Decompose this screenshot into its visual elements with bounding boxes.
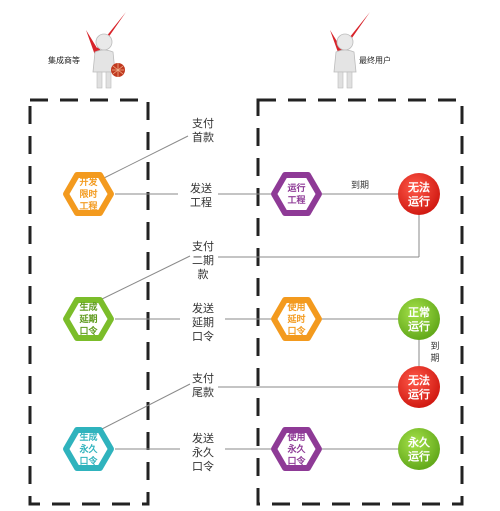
- circle-line: 正常: [408, 305, 430, 319]
- hex-line: 工程: [79, 200, 97, 212]
- hex-line: 使用: [286, 431, 305, 443]
- hex-line: 生成: [79, 431, 97, 443]
- hex-line: 口令: [79, 455, 98, 467]
- flow-line: 首款: [192, 131, 214, 144]
- flow-line: 支付: [192, 240, 214, 253]
- flow-line: 口令: [192, 460, 214, 473]
- hex-line: 运行: [287, 182, 305, 194]
- circle-line: 运行: [408, 449, 430, 463]
- hex-gen-perm: 生成 永久 口令: [63, 427, 114, 471]
- flow-pay-final: 支付 尾款: [188, 372, 218, 400]
- flow-send-perm: 发送 永久 口令: [185, 432, 221, 474]
- flow-pay-first: 支付 首款: [188, 117, 218, 145]
- circle-cannot-run-2: 无法 运行: [398, 366, 440, 408]
- hex-line: 生成: [79, 301, 97, 313]
- flow-line: 工程: [190, 196, 212, 209]
- hex-run-project: 运行 工程: [271, 172, 322, 216]
- end-user-label: 最终用户: [359, 56, 391, 65]
- circle-line: 无法: [407, 373, 430, 387]
- flow-expire-2: 到 期: [428, 341, 442, 365]
- flow-line: 支付: [192, 372, 214, 385]
- end-user-zone: [256, 98, 464, 506]
- integrator-zone: [28, 98, 150, 506]
- flow-line: 永久: [192, 446, 214, 459]
- flow-expire-1: 到期: [350, 181, 369, 191]
- hex-line: 口令: [287, 325, 306, 337]
- flow-line: 支付: [192, 117, 214, 130]
- flow-send-project: 发送 工程: [183, 182, 219, 210]
- hex-gen-extend: 生成 延期 口令: [63, 297, 114, 341]
- circle-line: 运行: [408, 194, 430, 208]
- hex-line: 开发: [79, 176, 98, 188]
- hex-dev-limited: 开发 限时 工程: [63, 172, 114, 216]
- end-user-figure-icon: [330, 12, 370, 89]
- flow-line: 尾款: [192, 386, 214, 399]
- circle-perm-run: 永久 运行: [398, 428, 440, 470]
- flow-line: 款: [197, 268, 209, 281]
- flow-line: 延期: [192, 316, 214, 329]
- flow-send-extend: 发送 延期 口令: [185, 302, 221, 344]
- flow-line: 发送: [192, 432, 214, 445]
- hex-line: 工程: [287, 194, 305, 206]
- flow-line: 期: [430, 354, 440, 364]
- hex-line: 使用: [286, 301, 305, 313]
- hex-line: 延期: [78, 313, 97, 325]
- flow-line: 二期: [192, 254, 214, 267]
- hex-line: 延时: [286, 313, 305, 325]
- flow-line: 发送: [192, 302, 214, 315]
- circle-line: 永久: [407, 435, 431, 449]
- hex-use-perm: 使用 永久 口令: [271, 427, 322, 471]
- flow-pay-second: 支付 二期 款: [188, 240, 218, 282]
- hex-line: 永久: [78, 443, 98, 455]
- flow-line: 口令: [192, 330, 214, 343]
- flow-line: 发送: [190, 182, 212, 195]
- integrator-label: 集成商等: [48, 56, 80, 65]
- hex-use-extend: 使用 延时 口令: [271, 297, 322, 341]
- circle-line: 运行: [408, 319, 430, 333]
- circle-line: 无法: [407, 180, 430, 194]
- hex-line: 限时: [79, 188, 97, 200]
- integrator-figure-icon: [86, 12, 126, 89]
- circle-cannot-run-1: 无法 运行: [398, 173, 440, 215]
- connectors: [99, 135, 420, 450]
- hex-line: 永久: [286, 443, 306, 455]
- hex-line: 口令: [287, 455, 306, 467]
- circle-line: 运行: [408, 387, 430, 401]
- circle-normal-run: 正常 运行: [398, 298, 440, 340]
- flow-line: 到: [430, 342, 440, 352]
- hex-line: 口令: [79, 325, 98, 337]
